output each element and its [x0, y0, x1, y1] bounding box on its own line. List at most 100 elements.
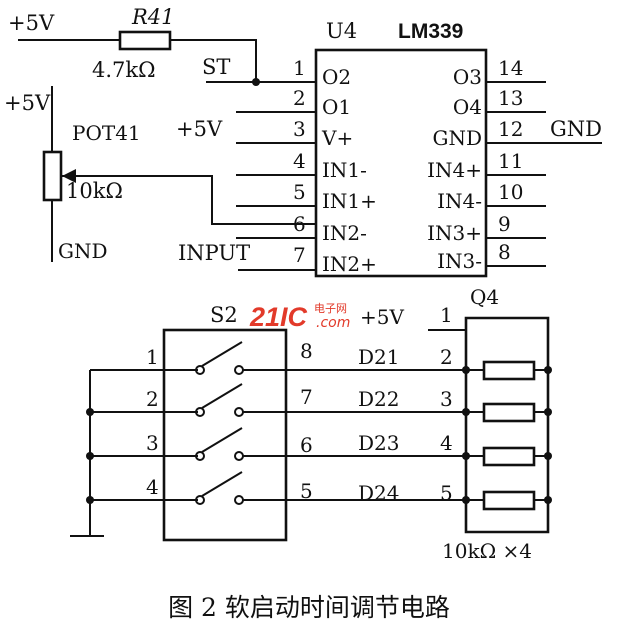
u4-pin-number: 4	[293, 149, 306, 173]
switch-contacts	[195, 341, 244, 505]
switch-contact	[195, 407, 205, 417]
u4-pin-name: O4	[453, 95, 482, 119]
u4-pin-name: IN4+	[427, 158, 482, 182]
q4-junction	[544, 452, 552, 460]
u4-ref: U4	[326, 19, 357, 43]
net-label-d22: D22	[358, 387, 399, 411]
u4-pin-number: 8	[498, 240, 511, 264]
watermark: 21IC 电子网 .com	[249, 302, 350, 332]
q4-pin-number: 3	[440, 387, 453, 411]
u4-pin-name: O2	[322, 65, 351, 89]
u4-pin-number: 9	[498, 212, 511, 236]
u4-pin-number: 10	[498, 180, 523, 204]
switch-contact	[234, 407, 244, 417]
pot-wiper-arrow	[62, 169, 76, 183]
pot-vcc-label: +5V	[4, 91, 51, 115]
q4-vcc-label: +5V	[360, 305, 404, 329]
q4-network: Q4 +5V 1 2 3 4 5 10kΩ ×4	[360, 285, 552, 563]
s2-pin-number: 3	[146, 431, 159, 455]
r41-resistor	[118, 30, 172, 51]
u4-body	[314, 48, 488, 278]
q4-junction	[462, 366, 470, 374]
st-label: ST	[202, 55, 230, 79]
u4-pin-name: IN3+	[427, 221, 482, 245]
schematic: +5V R41 4.7kΩ ST U4 LM339 1 2 3 4 5 6 7 …	[4, 5, 602, 563]
bus-junction	[86, 408, 94, 416]
u4-left-pin-names: O2 O1 V+ IN1- IN1+ IN2- IN2+	[321, 65, 377, 276]
q4-junction	[462, 496, 470, 504]
u4-pin-number: 12	[498, 117, 523, 141]
q4-junction	[462, 452, 470, 460]
u4-pin-name: IN1+	[322, 189, 377, 213]
bus-junction	[86, 452, 94, 460]
r41-label: R41	[131, 5, 175, 29]
s2-pin-number: 8	[300, 339, 313, 363]
q4-junction	[544, 366, 552, 374]
u4-pin-name: V+	[321, 126, 353, 150]
u4-pin-name: IN2-	[322, 221, 367, 245]
s2-left-bus	[70, 369, 198, 537]
u4-pin-name: IN1-	[322, 158, 367, 182]
u4-part: LM339	[398, 20, 463, 43]
u4-pin-number: 3	[293, 117, 306, 141]
r41-vcc-label: +5V	[8, 11, 55, 35]
u4-pin-name: O3	[453, 65, 482, 89]
s2-pin-number: 4	[146, 475, 159, 499]
st-junction	[252, 78, 260, 86]
u4-pin-name: GND	[432, 126, 482, 150]
pot-wiper-wire	[61, 175, 316, 225]
q4-resistor	[482, 446, 536, 467]
s2-left-pin-numbers: 1 2 3 4	[146, 345, 159, 499]
u4-pin-number: 13	[498, 86, 523, 110]
q4-pin-number: 1	[440, 303, 453, 327]
r41-wire	[18, 39, 257, 82]
u4-chip: U4 LM339 1 2 3 4 5 6 7 O2 O1 V+ IN1- IN1…	[176, 19, 602, 278]
net-label-d21: D21	[358, 345, 399, 369]
q4-resistor	[482, 402, 536, 423]
switch-blade	[201, 471, 243, 497]
q4-pin-numbers: 1 2 3 4 5	[440, 303, 453, 505]
switch-contact	[234, 495, 244, 505]
switch-contact	[195, 365, 205, 375]
figure-caption: 图 2 软启动时间调节电路	[168, 593, 450, 622]
watermark-line1: 电子网	[314, 302, 347, 315]
switch-blade	[201, 341, 243, 367]
gnd-label: GND	[550, 117, 602, 141]
q4-pin-number: 4	[440, 431, 453, 455]
r41-circuit: +5V R41 4.7kΩ ST	[8, 5, 316, 86]
u4-pin-number: 2	[293, 86, 306, 110]
u4-right-pin-stubs	[486, 81, 602, 267]
s2-pin-number: 7	[300, 385, 313, 409]
q4-junction	[544, 408, 552, 416]
q4-body	[464, 316, 550, 534]
q4-resistor	[482, 360, 536, 381]
u4-pin-number: 5	[293, 180, 306, 204]
q4-ref: Q4	[470, 285, 499, 309]
s2-pin-number: 6	[300, 433, 313, 457]
u4-right-pin-names: O3 O4 GND IN4+ IN4- IN3+ IN3-	[427, 65, 482, 273]
q4-value: 10kΩ ×4	[442, 539, 532, 563]
u4-pin-number: 1	[293, 56, 306, 80]
u4-pin-name: O1	[322, 95, 351, 119]
net-label-d24: D24	[358, 481, 399, 505]
switch-contact	[195, 451, 205, 461]
pot41: +5V POT41 10kΩ GND	[4, 86, 316, 263]
switch-contact	[195, 495, 205, 505]
q4-pin-number: 2	[440, 345, 453, 369]
switch-contact	[234, 451, 244, 461]
net-wires	[243, 369, 470, 501]
u4-pin-name: IN4-	[437, 189, 482, 213]
pot-label: POT41	[72, 121, 141, 145]
q4-junction	[544, 496, 552, 504]
s2-pin-number: 5	[300, 479, 313, 503]
q4-pin-number: 5	[440, 481, 453, 505]
s2-ref: S2	[210, 303, 238, 327]
u4-right-pin-numbers: 14 13 12 11 10 9 8	[498, 56, 523, 264]
net-labels: D21 D22 D23 D24	[358, 345, 399, 505]
u4-pin-number: 7	[293, 243, 306, 267]
switch-blade	[201, 427, 243, 453]
s2-pin-number: 1	[146, 345, 159, 369]
switch-blade	[201, 383, 243, 409]
net-label-d23: D23	[358, 431, 399, 455]
u4-pin-name: IN2+	[322, 252, 377, 276]
